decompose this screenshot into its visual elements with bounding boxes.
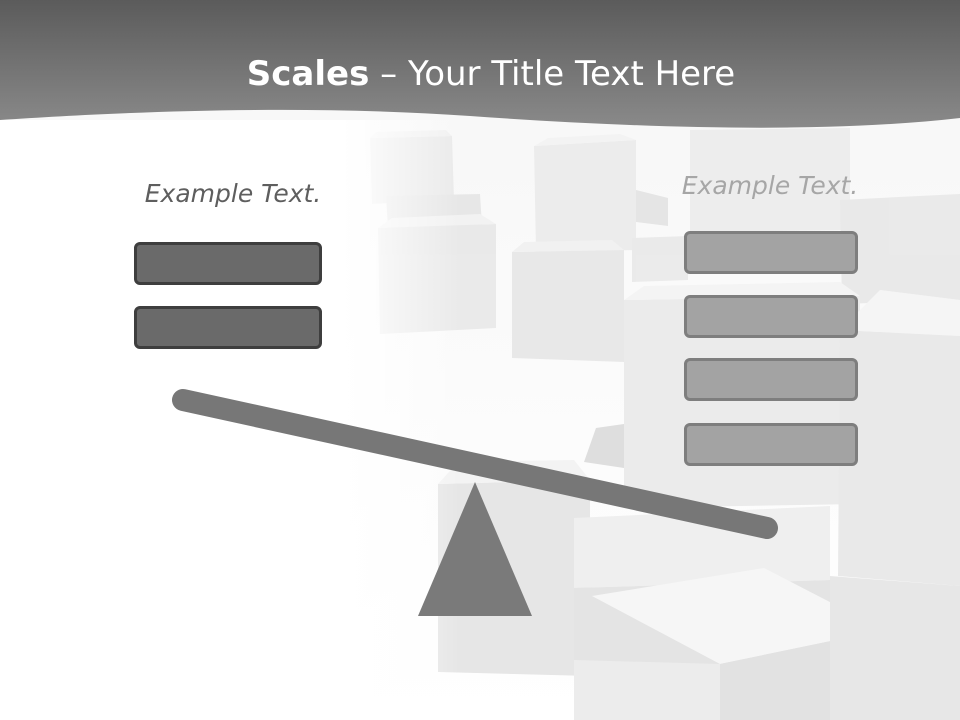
left-text-box-1 — [134, 242, 322, 285]
right-text-box-3 — [684, 358, 858, 401]
left-text-box-2 — [134, 306, 322, 349]
scale-fulcrum — [418, 482, 532, 616]
scale-beam — [172, 389, 778, 539]
right-text-box-2 — [684, 295, 858, 338]
right-text-box-4 — [684, 423, 858, 466]
title-bold: Scales — [246, 54, 370, 94]
header-band — [0, 0, 960, 128]
right-example-text: Example Text. — [681, 171, 859, 200]
page-title: Scales – Your Title Text Here — [0, 52, 960, 96]
left-example-text: Example Text. — [144, 179, 322, 208]
right-text-box-1 — [684, 231, 858, 274]
title-rest: – Your Title Text Here — [369, 54, 736, 94]
